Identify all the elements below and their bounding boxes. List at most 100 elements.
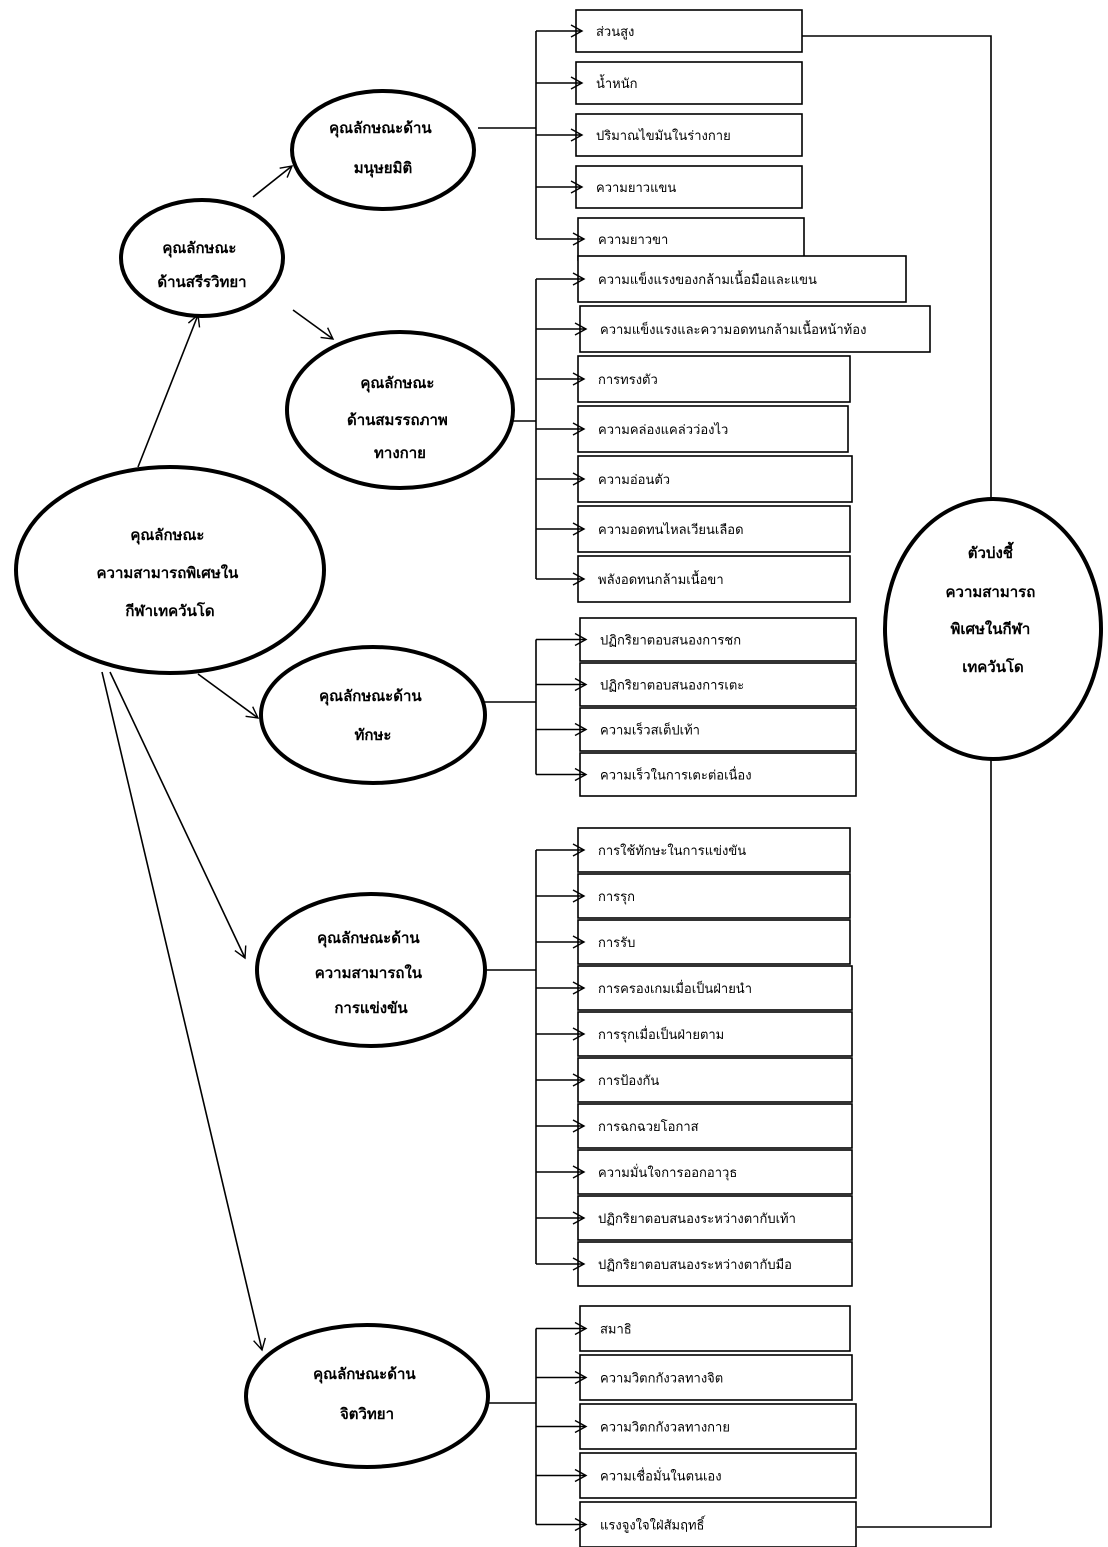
- indicator-label-line: พิเศษในกีฬา: [951, 620, 1031, 638]
- competition-item-label: ปฏิกริยาตอบสนองระหว่างตากับมือ: [598, 1257, 792, 1273]
- psychology-item-label: ความวิตกกังวลทางกาย: [600, 1421, 730, 1436]
- psychology-item-label: แรงจูงใจใฝ่สัมฤทธิ์: [600, 1516, 706, 1534]
- anthropometry-item-box: [575, 61, 803, 105]
- indicator-ellipse: [883, 497, 1103, 761]
- anthropometry-label-line: คุณลักษณะด้าน: [329, 119, 432, 138]
- anthropometry-item-label: น้ำหนัก: [596, 74, 638, 92]
- competition-group: การใช้ทักษะในการแข่งขันการรุกการรับการคร…: [484, 827, 853, 1287]
- skill-item-label: ปฏิกริยาตอบสนองการชก: [600, 634, 741, 649]
- fitness-item-label: ความคล่องแคล่วว่องไว: [598, 422, 728, 438]
- indicator-label-line: ความสามารถ: [945, 583, 1035, 601]
- competition-label-line: ความสามารถใน: [315, 964, 423, 982]
- indicator-label: ตัวบ่งชี้ ความสามารถ พิเศษในกีฬา เทควันโ…: [945, 541, 1040, 676]
- competition-item-box: [577, 827, 851, 873]
- competition-item-box: [577, 1057, 853, 1103]
- skill-item-box: [579, 662, 857, 707]
- competition-item-label: การฉกฉวยโอกาส: [598, 1119, 699, 1135]
- skill-ellipse: [259, 645, 487, 785]
- psychology-label-line: คุณลักษณะด้าน: [313, 1365, 416, 1384]
- fitness-item-label: ความอ่อนตัว: [598, 473, 670, 488]
- fitness-group: ความแข็งแรงของกล้ามเนื้อมือและแขนความแข็…: [513, 255, 931, 603]
- fitness-ellipse: [285, 330, 515, 490]
- anthropometry-group: ส่วนสูงน้ำหนักปริมาณไขมันในร่างกายความยา…: [478, 9, 805, 261]
- anthropometry-item-label: ส่วนสูง: [596, 25, 634, 40]
- psychology-ellipse: [244, 1323, 490, 1469]
- fitness-item-label: การทรงตัว: [598, 373, 658, 388]
- fitness-item-box: [577, 505, 851, 553]
- competition-item-box: [577, 873, 851, 919]
- competition-item-box: [577, 1241, 853, 1287]
- fitness-label-line: คุณลักษณะ: [360, 374, 434, 393]
- arrow-physiology-to-anthropometry: [252, 165, 294, 198]
- skill-item-label: ความเร็วในการเตะต่อเนื่อง: [600, 766, 752, 784]
- skill-label: คุณลักษณะด้าน ทักษะ: [319, 687, 427, 744]
- arrow-root-to-psychology: [101, 671, 266, 1352]
- anthropometry-item-label: ความยาวแขน: [596, 181, 676, 196]
- indicator-connector: [802, 35, 992, 1528]
- fitness-item-box: [577, 405, 849, 453]
- arrow-root-to-physiology: [137, 313, 201, 468]
- fitness-label: คุณลักษณะ ด้านสมรรถภาพ ทางกาย: [347, 374, 453, 462]
- competition-item-label: การรุก: [598, 890, 635, 905]
- competition-label: คุณลักษณะด้าน ความสามารถใน การแข่งขัน: [315, 929, 428, 1017]
- psychology-label-line: จิตวิทยา: [340, 1405, 394, 1423]
- skill-label-line: คุณลักษณะด้าน: [319, 687, 422, 706]
- arrow-root-to-competition: [109, 671, 247, 960]
- psychology-item-box: [579, 1452, 857, 1499]
- anthropometry-item-box: [575, 9, 803, 53]
- anthropometry-ellipse: [290, 89, 476, 211]
- root-connectors: [101, 165, 335, 1352]
- psychology-item-label: สมาธิ: [600, 1323, 632, 1338]
- psychology-item-label: ความเชื่อมั่นในตนเอง: [600, 1468, 722, 1485]
- competition-item-box: [577, 1011, 853, 1057]
- skill-label-line: ทักษะ: [355, 726, 392, 744]
- anthropometry-item-label: ความยาวขา: [598, 233, 668, 248]
- arrow-physiology-to-fitness: [292, 309, 335, 340]
- fitness-item-label: พลังอดทนกล้ามเนื้อขา: [598, 570, 724, 588]
- competition-item-label: การรุกเมื่อเป็นฝ่ายตาม: [598, 1025, 724, 1043]
- skill-item-box: [579, 752, 857, 797]
- anthropometry-item-box: [577, 217, 805, 261]
- competition-item-box: [577, 919, 851, 965]
- psychology-item-box: [579, 1403, 857, 1450]
- psychology-group: สมาธิความวิตกกังวลทางจิตความวิตกกังวลทาง…: [488, 1305, 857, 1547]
- physiology-label-line: คุณลักษณะ: [162, 239, 236, 258]
- fitness-item-box: [577, 455, 853, 503]
- fitness-label-line: ทางกาย: [374, 444, 426, 462]
- fitness-item-box: [577, 355, 851, 403]
- fitness-item-label: ความอดทนไหลเวียนเลือด: [598, 522, 744, 538]
- physiology-label-line: ด้านสรีรวิทยา: [157, 273, 246, 291]
- skill-item-label: ความเร็วสเต็ปเท้า: [600, 721, 700, 739]
- skill-item-label: ปฏิกริยาตอบสนองการเตะ: [600, 679, 744, 694]
- indicator-label-line: ตัวบ่งชี้: [968, 541, 1014, 562]
- psychology-label: คุณลักษณะด้าน จิตวิทยา: [313, 1365, 421, 1423]
- competition-item-label: ปฏิกริยาตอบสนองระหว่างตากับเท้า: [598, 1212, 796, 1227]
- indicator-connector-bottom: [857, 759, 992, 1528]
- anthropometry-label-line: มนุษยมิติ: [354, 159, 412, 178]
- fitness-item-label: ความแข็งแรงของกล้ามเนื้อมือและแขน: [598, 270, 817, 288]
- competition-item-label: การรับ: [598, 936, 635, 951]
- competition-item-box: [577, 965, 853, 1011]
- root-label-line: กีฬาเทควันโด: [125, 601, 214, 620]
- fitness-item-box: [577, 555, 851, 603]
- anthropometry-label: คุณลักษณะด้าน มนุษยมิติ: [329, 119, 437, 178]
- skill-group: ปฏิกริยาตอบสนองการชกปฏิกริยาตอบสนองการเต…: [484, 617, 857, 797]
- anthropometry-item-label: ปริมาณไขมันในร่างกาย: [596, 128, 731, 144]
- competition-item-box: [577, 1195, 853, 1241]
- arrow-root-to-skill: [197, 673, 260, 719]
- competition-item-label: การใช้ทักษะในการแข่งขัน: [598, 843, 746, 859]
- physiology-ellipse: [119, 198, 285, 318]
- competition-label-line: คุณลักษณะด้าน: [317, 929, 420, 948]
- competition-label-line: การแข่งขัน: [334, 999, 408, 1017]
- fitness-label-line: ด้านสมรรถภาพ: [347, 411, 448, 429]
- fitness-item-label: ความแข็งแรงและความอดทนกล้ามเนื้อหน้าท้อง: [600, 320, 866, 338]
- root-label-line: ความสามารถพิเศษใน: [96, 564, 239, 582]
- psychology-item-box: [579, 1305, 851, 1352]
- root-label: คุณลักษณะ ความสามารถพิเศษใน กีฬาเทควันโด: [96, 526, 243, 620]
- competition-item-label: ความมั่นใจการออกอาวุธ: [598, 1164, 737, 1181]
- fitness-item-box: [579, 305, 931, 353]
- competition-item-label: การป้องกัน: [598, 1074, 659, 1089]
- competition-item-box: [577, 1103, 853, 1149]
- indicator-label-line: เทควันโด: [962, 657, 1024, 676]
